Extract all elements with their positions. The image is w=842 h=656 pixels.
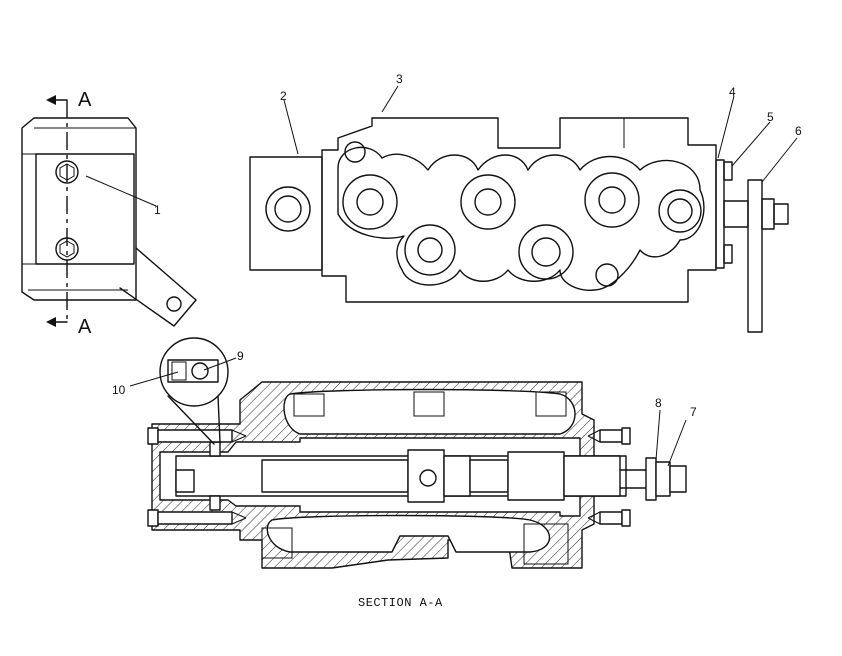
washer xyxy=(645,457,657,501)
cap-screw-upper-right xyxy=(587,427,631,445)
end-view: A A xyxy=(21,89,197,338)
port-5 xyxy=(404,224,456,276)
section-arrow-bottom xyxy=(46,317,56,327)
callout-3: 3 xyxy=(396,72,403,86)
callout-10: 10 xyxy=(112,383,126,397)
callout-5: 5 xyxy=(767,110,774,124)
spool xyxy=(175,449,647,503)
callout-9: 9 xyxy=(237,349,244,363)
spring-pack-5 xyxy=(523,523,569,565)
cap-screw-lower-left xyxy=(147,509,247,527)
section-mark-bottom: A xyxy=(78,316,92,338)
section-title: SECTION A-A xyxy=(358,596,443,610)
callout-leaders xyxy=(85,85,798,467)
cap-screw-lower-right xyxy=(587,509,631,527)
bracket-plate xyxy=(747,179,763,333)
callout-2: 2 xyxy=(280,89,287,103)
port-4 xyxy=(658,189,702,233)
section-mark-top: A xyxy=(78,89,92,111)
callout-4: 4 xyxy=(729,85,736,99)
callout-7: 7 xyxy=(690,405,697,419)
lock-nut xyxy=(655,461,671,497)
port-2 xyxy=(460,174,516,230)
bolt-head-lower xyxy=(55,237,79,261)
section-arrow-top xyxy=(46,95,56,105)
callout-1: 1 xyxy=(154,203,161,217)
section-view xyxy=(147,337,687,569)
seal-detail-magnifier xyxy=(159,337,229,445)
port-3 xyxy=(584,172,640,228)
side-view xyxy=(249,117,789,333)
port-6 xyxy=(518,224,574,280)
cap-screw-upper-left xyxy=(147,427,247,445)
callout-6: 6 xyxy=(795,124,802,138)
spring-pack-2 xyxy=(413,391,445,417)
spring-pack-1 xyxy=(293,393,325,417)
callout-8: 8 xyxy=(655,396,662,410)
spring-pack-4 xyxy=(261,527,293,559)
port-1 xyxy=(342,174,398,230)
spring-pack-3 xyxy=(535,391,567,417)
